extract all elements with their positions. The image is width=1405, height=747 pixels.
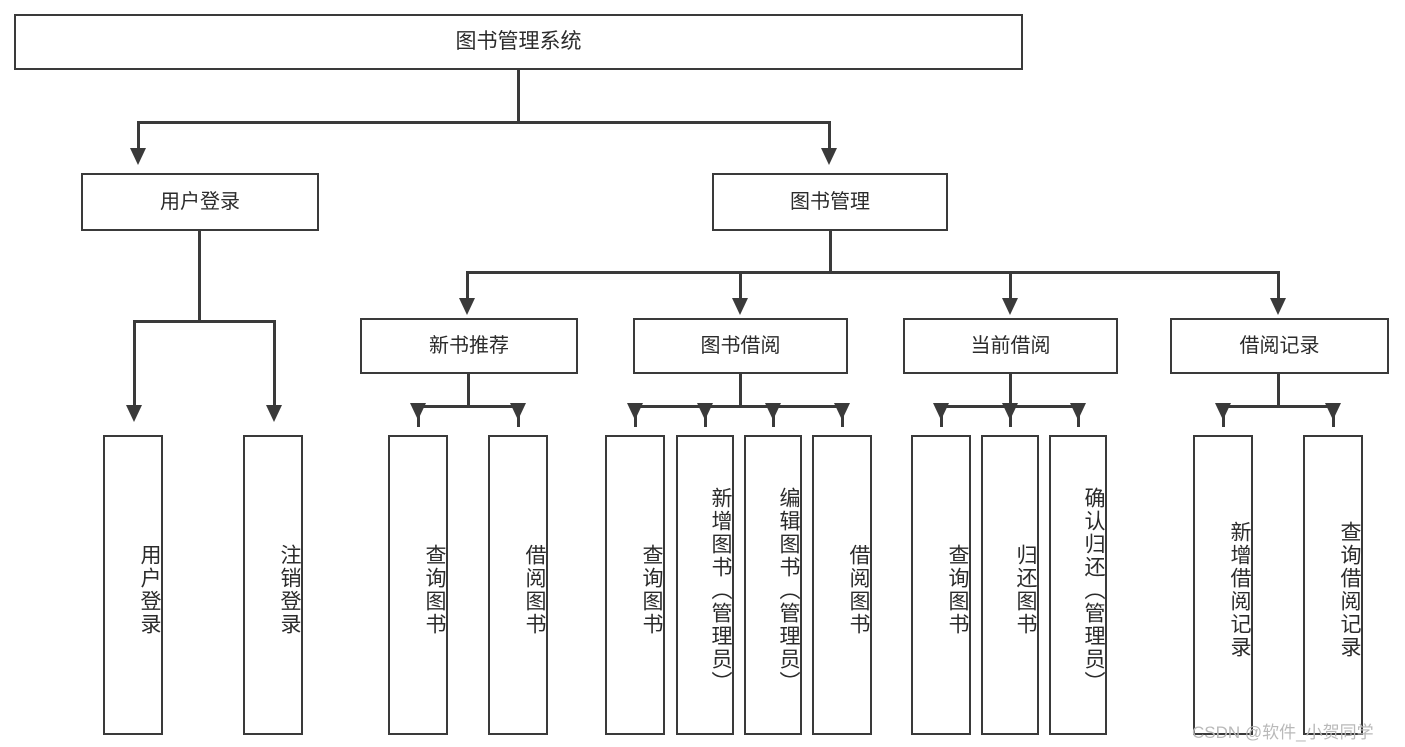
connector-root-to-book-management (828, 121, 831, 151)
node-label: 借阅记录 (1239, 334, 1320, 357)
leaf-new-book-recommend-2[interactable]: 借阅图书 (488, 435, 548, 735)
arrowhead-user-login-leaf-1 (126, 405, 142, 422)
arrowhead-bb-leaf-1 (627, 403, 643, 420)
node-label: 图书管理系统 (455, 29, 582, 53)
arrowhead-root-to-book-management (821, 148, 837, 165)
arrowhead-bm-current-borrow (1002, 298, 1018, 315)
node-label: 查询借阅记录 (1338, 521, 1361, 659)
connector-nbr-stem (467, 374, 470, 407)
node-label: 查询图书 (946, 544, 969, 636)
leaf-book-borrow-3[interactable]: 编辑图书（管理员） (744, 435, 802, 735)
node-label: 查询图书 (640, 544, 663, 636)
leaf-current-borrow-1[interactable]: 查询图书 (911, 435, 971, 735)
connector-user-login-to-leaf-1 (133, 320, 136, 408)
connector-book-management-bus (466, 271, 1280, 274)
leaf-current-borrow-2[interactable]: 归还图书 (981, 435, 1039, 735)
arrowhead-bb-leaf-2 (697, 403, 713, 420)
connector-root-bus (137, 121, 830, 124)
node-label: 图书借阅 (700, 334, 781, 357)
node-user-login[interactable]: 用户登录 (81, 173, 319, 231)
csdn-watermark: CSDN @软件_小贺同学 (1192, 723, 1374, 742)
arrowhead-bm-new-book (459, 298, 475, 315)
connector-nbr-bus (417, 405, 520, 408)
connector-cb-stem (1009, 374, 1012, 407)
arrowhead-nbr-leaf-1 (410, 403, 426, 420)
node-label: 新增借阅记录 (1228, 521, 1251, 659)
node-label: 用户登录 (160, 190, 240, 213)
connector-bm-to-current-borrow (1009, 271, 1012, 301)
connector-root-to-user-login (137, 121, 140, 151)
arrowhead-bb-leaf-3 (765, 403, 781, 420)
arrowhead-br-leaf-2 (1325, 403, 1341, 420)
leaf-book-borrow-4[interactable]: 借阅图书 (812, 435, 872, 735)
arrowhead-nbr-leaf-2 (510, 403, 526, 420)
connector-bb-bus (634, 405, 842, 408)
arrowhead-cb-leaf-1 (933, 403, 949, 420)
connector-book-management-stem (829, 231, 832, 273)
node-label: 归还图书 (1014, 544, 1037, 636)
leaf-borrow-record-1[interactable]: 新增借阅记录 (1193, 435, 1253, 735)
node-label: 借阅图书 (523, 544, 546, 636)
leaf-book-borrow-2[interactable]: 新增图书（管理员） (676, 435, 734, 735)
node-label: 用户登录 (138, 544, 161, 636)
connector-bm-to-book-borrow (739, 271, 742, 301)
connector-user-login-to-leaf-2 (273, 320, 276, 408)
connector-br-bus (1222, 405, 1335, 408)
arrowhead-root-to-user-login (130, 148, 146, 165)
connector-user-login-stem (198, 231, 201, 322)
node-borrow-record[interactable]: 借阅记录 (1170, 318, 1389, 374)
node-label: 当前借阅 (970, 334, 1051, 357)
leaf-borrow-record-2[interactable]: 查询借阅记录 (1303, 435, 1363, 735)
arrowhead-br-leaf-1 (1215, 403, 1231, 420)
connector-bm-to-new-book (466, 271, 469, 301)
leaf-new-book-recommend-1[interactable]: 查询图书 (388, 435, 448, 735)
node-book-management[interactable]: 图书管理 (712, 173, 948, 231)
leaf-book-borrow-1[interactable]: 查询图书 (605, 435, 665, 735)
node-label: 借阅图书 (847, 544, 870, 636)
leaf-user-login-1[interactable]: 用户登录 (103, 435, 163, 735)
node-label: 编辑图书（管理员） (777, 486, 800, 694)
arrowhead-bm-borrow-record (1270, 298, 1286, 315)
connector-bb-stem (739, 374, 742, 407)
node-current-borrow[interactable]: 当前借阅 (903, 318, 1118, 374)
node-label: 新书推荐 (429, 334, 509, 357)
node-new-book-recommend[interactable]: 新书推荐 (360, 318, 578, 374)
node-label: 查询图书 (423, 544, 446, 636)
node-label: 图书管理 (790, 190, 870, 213)
node-root-book-management-system[interactable]: 图书管理系统 (14, 14, 1023, 70)
leaf-current-borrow-3[interactable]: 确认归还（管理员） (1049, 435, 1107, 735)
connector-root-stem (517, 70, 520, 122)
connector-user-login-bus (133, 320, 276, 323)
node-label: 确认归还（管理员） (1082, 486, 1105, 694)
connector-br-stem (1277, 374, 1280, 407)
leaf-user-login-2[interactable]: 注销登录 (243, 435, 303, 735)
arrowhead-cb-leaf-3 (1070, 403, 1086, 420)
arrowhead-bb-leaf-4 (834, 403, 850, 420)
arrowhead-user-login-leaf-2 (266, 405, 282, 422)
node-label: 新增图书（管理员） (709, 486, 732, 694)
node-label: 注销登录 (278, 544, 301, 636)
arrowhead-cb-leaf-2 (1002, 403, 1018, 420)
connector-bm-to-borrow-record (1277, 271, 1280, 301)
arrowhead-bm-book-borrow (732, 298, 748, 315)
node-book-borrow[interactable]: 图书借阅 (633, 318, 848, 374)
